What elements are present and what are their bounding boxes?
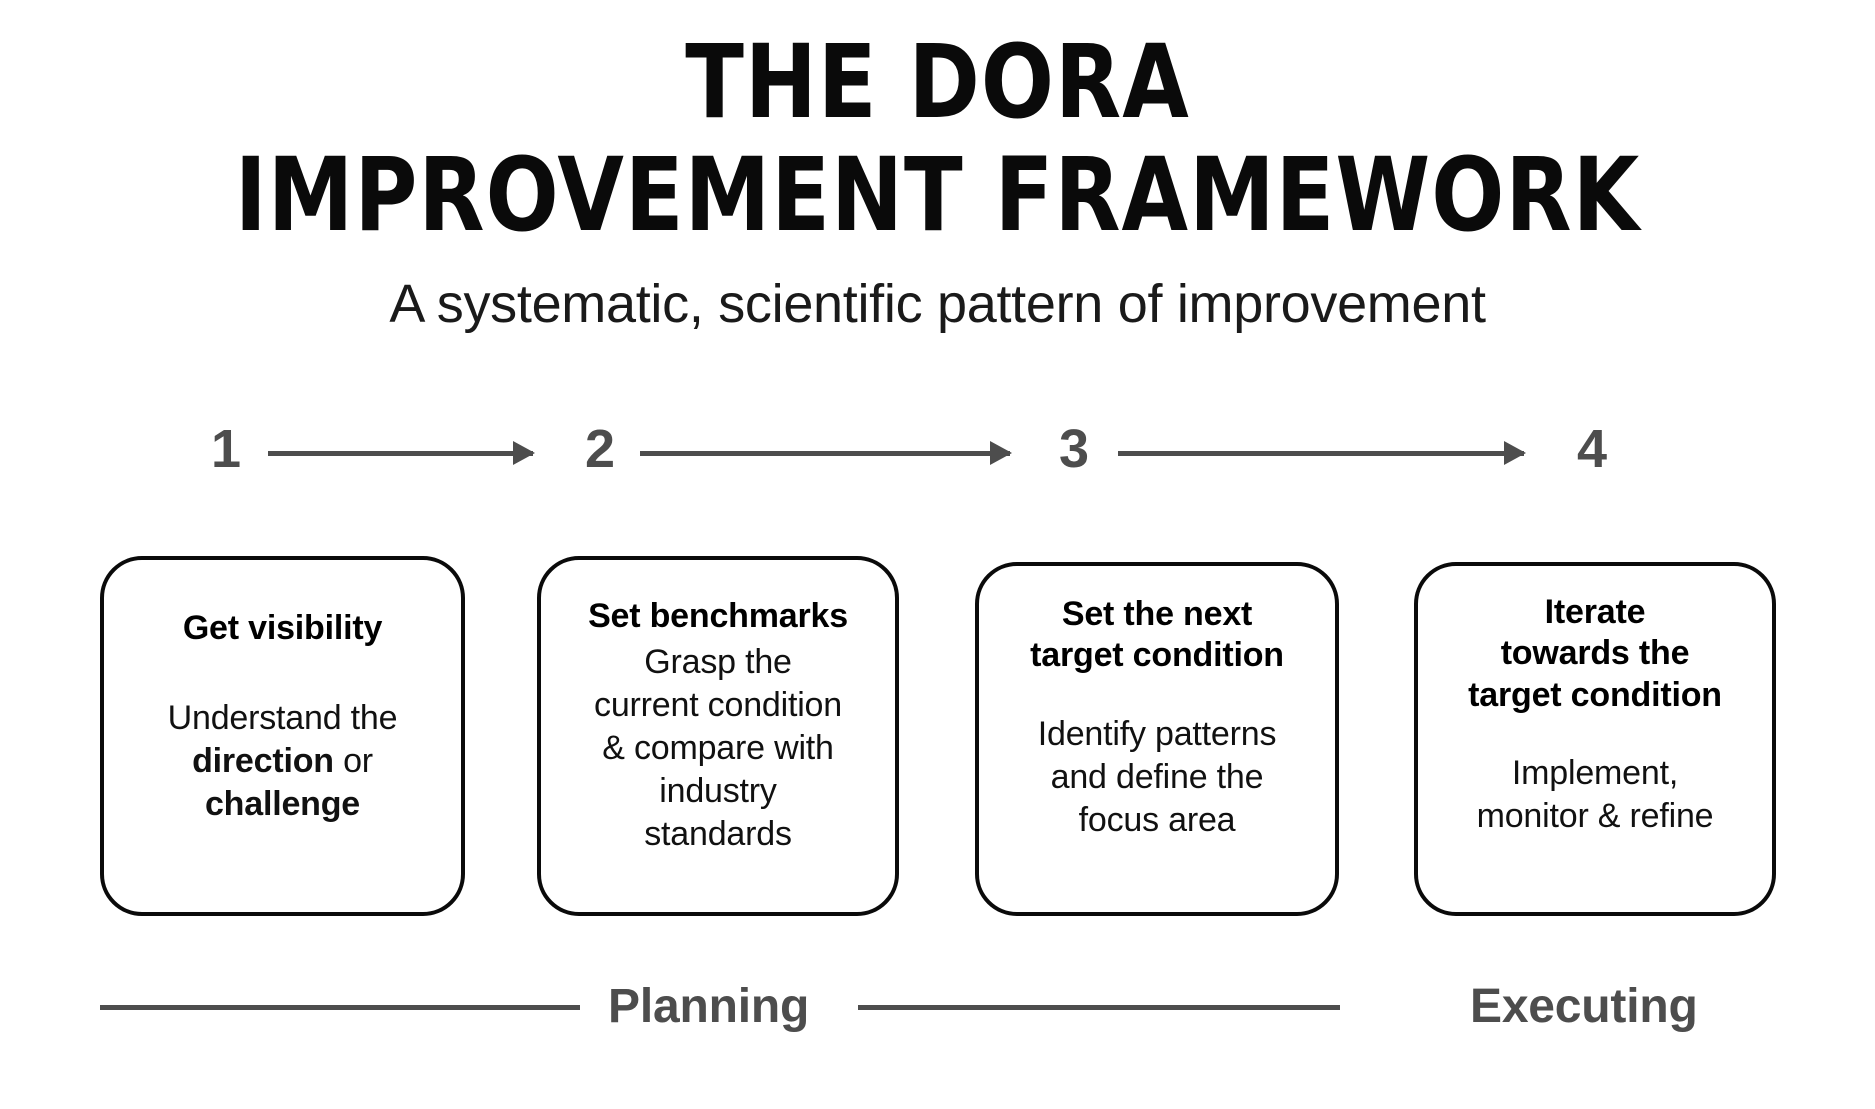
step-card-1-body: Understand the direction or challenge: [168, 697, 398, 825]
step-number-1: 1: [210, 419, 242, 479]
step-card-2-body: Grasp the current condition & compare wi…: [594, 643, 842, 853]
page-header: THE DORA IMPROVEMENT FRAMEWORK A systema…: [0, 0, 1875, 335]
step-card-1-body-prefix: Understand the: [167, 699, 398, 738]
step-card-3: Set the next target condition Identify p…: [975, 562, 1339, 916]
arrow-head: [990, 441, 1012, 465]
page-subtitle: A systematic, scientific pattern of impr…: [389, 273, 1486, 334]
arrow-shaft: [268, 451, 533, 456]
step-card-4-body: Implement, monitor & refine: [1476, 754, 1714, 836]
arrow-shaft: [640, 451, 1010, 456]
phase-line-right: [858, 1005, 1340, 1010]
step-card-2-title: Set benchmarks: [588, 597, 848, 635]
step-card-2: Set benchmarks Grasp the current conditi…: [537, 556, 899, 916]
arrow-right-icon-1: [268, 441, 535, 465]
step-number-3: 3: [1058, 419, 1090, 479]
phase-label-planning: Planning: [608, 980, 810, 1033]
arrow-head: [513, 441, 535, 465]
page-title-line-2: IMPROVEMENT FRAMEWORK: [234, 137, 1641, 256]
arrow-head: [1504, 441, 1526, 465]
step-number-4: 4: [1576, 419, 1608, 479]
step-card-4: Iterate towards the target condition Imp…: [1414, 562, 1776, 916]
phase-bracket: Planning Executing: [0, 980, 1875, 1055]
step-card-4-title: Iterate towards the target condition: [1468, 593, 1722, 714]
step-flow: 1 2 3 4: [0, 418, 1875, 488]
step-card-1-body-mid: or: [343, 742, 373, 781]
page-title-line-1: THE DORA: [685, 23, 1190, 142]
step-card-1-body-bold-1: direction: [192, 742, 334, 781]
step-card-1: Get visibility Understand the direction …: [100, 556, 465, 916]
step-card-1-title: Get visibility: [182, 609, 383, 647]
phase-line-left: [100, 1005, 580, 1010]
step-number-2: 2: [584, 419, 616, 479]
arrow-shaft: [1118, 451, 1524, 456]
step-card-3-body: Identify patterns and define the focus a…: [1037, 714, 1277, 839]
phase-label-executing: Executing: [1470, 980, 1698, 1033]
arrow-right-icon-3: [1118, 441, 1526, 465]
step-card-3-title: Set the next target condition: [1030, 595, 1284, 675]
arrow-right-icon-2: [640, 441, 1012, 465]
page-title: THE DORA IMPROVEMENT FRAMEWORK: [0, 0, 1875, 256]
step-card-1-body-bold-2: challenge: [204, 785, 361, 824]
